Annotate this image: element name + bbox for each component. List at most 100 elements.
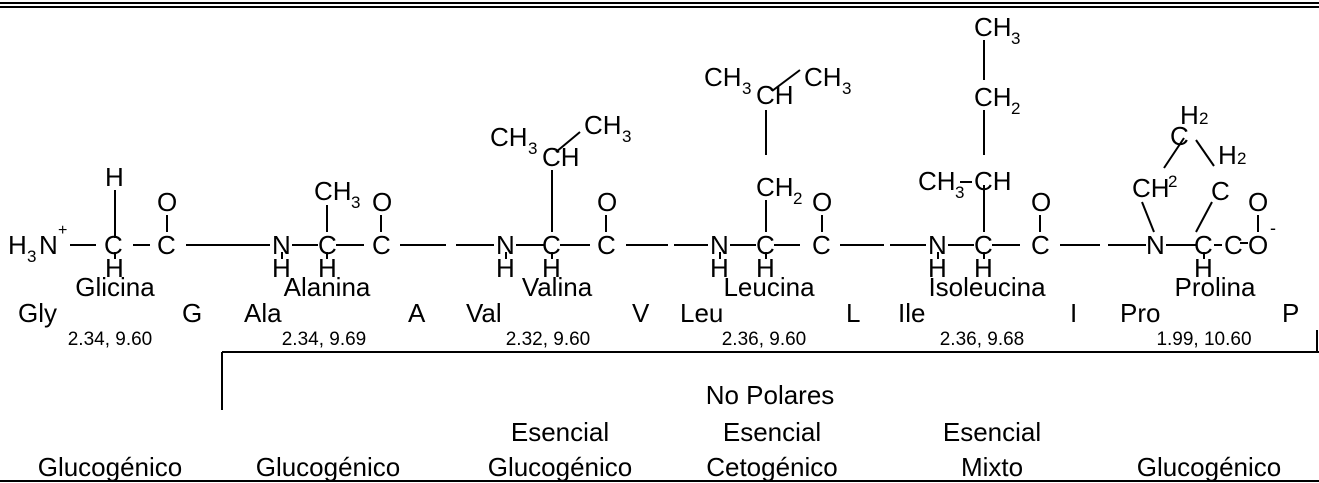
aa-one-alanine: A (408, 298, 426, 328)
svg-text:H: H (496, 253, 515, 283)
svg-text:N: N (710, 230, 729, 260)
svg-text:N: N (496, 230, 515, 260)
svg-text:C: C (1170, 121, 1189, 151)
aa-pka-alanine: 2.34, 9.69 (281, 329, 367, 350)
svg-text:C: C (812, 230, 831, 260)
svg-text:C: C (1194, 230, 1213, 260)
svg-text:O: O (157, 187, 177, 217)
svg-text:O: O (1248, 230, 1268, 260)
svg-text:C: C (318, 230, 337, 260)
svg-text:N: N (272, 230, 291, 260)
aa-metabolism-glycine: Glucogénico (37, 452, 183, 482)
svg-text:3: 3 (622, 127, 631, 146)
svg-text:N: N (928, 230, 947, 260)
aa-one-isoleucine: I (1070, 298, 1078, 328)
svg-text:+: + (58, 222, 67, 239)
svg-text:2: 2 (1199, 109, 1208, 128)
svg-text:CH: CH (1132, 173, 1170, 203)
svg-text:H: H (974, 253, 993, 283)
svg-text:C: C (756, 230, 775, 260)
aa-pka-glycine: 2.34, 9.60 (67, 329, 153, 350)
svg-text:2: 2 (1237, 149, 1246, 168)
aa-metabolism-valine: Glucogénico (487, 452, 633, 482)
svg-text:3: 3 (842, 79, 851, 98)
svg-text:CH: CH (490, 122, 528, 152)
svg-text:O: O (812, 187, 832, 217)
aa-one-leucine: L (846, 298, 861, 328)
svg-text:C: C (1031, 230, 1050, 260)
svg-text:2: 2 (1168, 172, 1177, 191)
svg-text:C: C (1224, 230, 1243, 260)
svg-text:H: H (318, 253, 337, 283)
aa-essential-valine: Esencial (510, 417, 610, 447)
svg-text:N: N (39, 230, 58, 260)
svg-text:3: 3 (1011, 29, 1020, 48)
svg-text:CH: CH (804, 62, 842, 92)
aa-name-isoleucine: Isoleucina (928, 272, 1046, 302)
aa-three-alanine: Ala (244, 298, 282, 328)
svg-text:3: 3 (27, 247, 36, 266)
svg-text:CH: CH (756, 80, 794, 110)
svg-text:H: H (756, 253, 775, 283)
svg-text:CH: CH (974, 12, 1012, 42)
aa-three-valine: Val (466, 298, 502, 328)
aa-name-proline: Prolina (1174, 272, 1256, 302)
aa-name-valine: Valina (521, 272, 593, 302)
svg-text:H: H (1194, 253, 1213, 283)
svg-text:O: O (1031, 187, 1051, 217)
svg-text:C: C (542, 230, 561, 260)
aa-pka-valine: 2.32, 9.60 (505, 329, 591, 350)
svg-text:O: O (372, 187, 392, 217)
svg-text:H: H (710, 253, 729, 283)
svg-text:O: O (597, 187, 617, 217)
svg-text:C: C (104, 230, 123, 260)
aa-name-alanine: Alanina (283, 272, 371, 302)
svg-text:3: 3 (351, 193, 360, 212)
aa-pka-proline: 1.99, 10.60 (1156, 329, 1252, 350)
svg-text:O: O (1248, 187, 1268, 217)
aa-metabolism-alanine: Glucogénico (255, 452, 401, 482)
svg-text:C: C (597, 230, 616, 260)
aa-three-proline: Pro (1120, 298, 1161, 328)
svg-text:CH: CH (918, 166, 956, 196)
svg-text:CH: CH (974, 166, 1012, 196)
svg-text:CH: CH (584, 110, 622, 140)
svg-text:H: H (1180, 100, 1199, 130)
svg-text:CH: CH (314, 176, 352, 206)
svg-text:CH: CH (974, 82, 1012, 112)
aa-metabolism-proline: Glucogénico (1136, 452, 1282, 482)
aa-essential-leucine: Esencial (722, 417, 822, 447)
aa-one-proline: P (1282, 298, 1300, 328)
svg-text:C: C (1211, 176, 1230, 206)
svg-text:CH: CH (704, 62, 742, 92)
aa-metabolism-leucine: Cetogénico (706, 452, 838, 482)
svg-text:2: 2 (793, 189, 802, 208)
svg-text:3: 3 (742, 79, 751, 98)
svg-text:3: 3 (528, 139, 537, 158)
svg-text:H: H (272, 253, 291, 283)
svg-text:N: N (1146, 230, 1165, 260)
aa-three-glycine: Gly (18, 298, 57, 328)
atom-h3n: H (8, 230, 27, 260)
svg-text:C: C (157, 230, 176, 260)
svg-text:CH: CH (542, 142, 580, 172)
svg-text:H: H (1218, 140, 1237, 170)
svg-text:H: H (105, 162, 124, 192)
aa-essential-isoleucine: Esencial (942, 417, 1042, 447)
aa-three-isoleucine: Ile (898, 298, 926, 328)
svg-text:3: 3 (955, 183, 964, 202)
svg-text:H: H (542, 253, 561, 283)
aa-pka-isoleucine: 2.36, 9.68 (939, 329, 1025, 350)
aa-pka-leucine: 2.36, 9.60 (721, 329, 807, 350)
svg-text:C: C (974, 230, 993, 260)
aa-three-leucine: Leu (680, 298, 724, 328)
aa-metabolism-isoleucine: Mixto (960, 452, 1024, 482)
aa-name-glycine: Glicina (75, 272, 155, 302)
aa-one-glycine: G (182, 298, 203, 328)
svg-text:CH: CH (756, 172, 794, 202)
svg-text:H: H (105, 253, 124, 283)
svg-text:H: H (928, 253, 947, 283)
aa-name-leucine: Leucina (723, 272, 815, 302)
group-label: No Polares (705, 380, 835, 410)
